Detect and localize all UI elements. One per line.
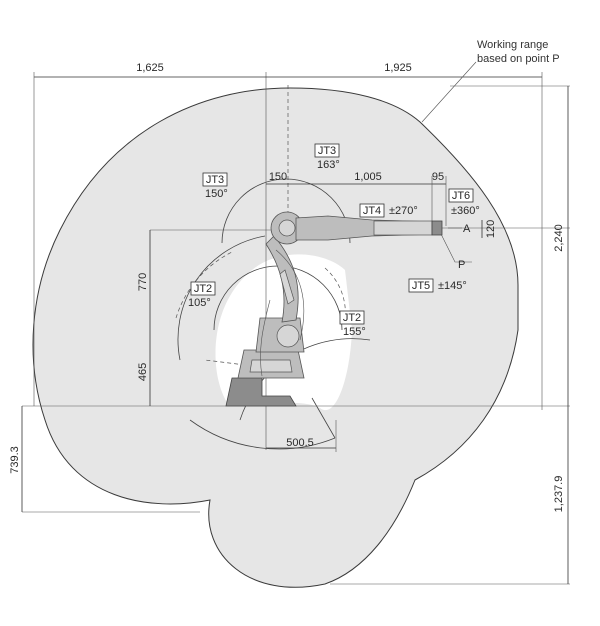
jt2-left-name: JT2 (194, 283, 212, 295)
joint-jt4: JT4 ±270° (359, 203, 418, 218)
jt5-angle: ±145° (438, 280, 467, 292)
jt4-angle: ±270° (389, 205, 418, 217)
jt6-angle: ±360° (451, 205, 480, 217)
joint-jt5: JT5 ±145° (408, 278, 467, 293)
joint-jt3-left: JT3 150° (202, 172, 228, 200)
jt2-right-name: JT2 (343, 312, 361, 324)
jt2-right-angle: 155° (343, 326, 366, 338)
joint-jt2-left: JT2 105° (188, 281, 216, 309)
note-line-1: Working range (477, 39, 548, 51)
jt3-left-angle: 150° (205, 188, 228, 200)
joint-jt2-right: JT2 155° (339, 310, 366, 338)
point-a-label: A (463, 223, 471, 235)
dim-jt3-offset: 150 (269, 171, 287, 183)
dimension-labels: 1,625 1,925 150 1,005 95 2,240 770 465 1… (9, 62, 565, 512)
dim-inner-radius: 500.5 (286, 437, 314, 449)
point-labels: P A (458, 223, 471, 271)
note-label: Working range based on point P (477, 39, 560, 65)
dim-wrist-length: 95 (432, 171, 444, 183)
jt3-right-name: JT3 (318, 145, 336, 157)
dim-flange: 120 (485, 220, 497, 238)
dim-link2: 770 (137, 273, 149, 291)
joint-jt6: JT6 ±360° (448, 188, 480, 217)
jt3-right-angle: 163° (317, 159, 340, 171)
note-line-2: based on point P (477, 53, 560, 65)
jt6-name: JT6 (452, 190, 470, 202)
point-p-label: P (458, 259, 465, 271)
dim-base-height: 465 (137, 363, 149, 381)
dim-arm-length: 1,005 (354, 171, 382, 183)
jt2-left-angle: 105° (188, 297, 211, 309)
jt5-name: JT5 (412, 280, 430, 292)
robot-arm (225, 211, 443, 407)
dim-right-width: 1,925 (384, 62, 412, 74)
dim-height-total: 2,240 (553, 224, 565, 252)
joint-jt3-right: JT3 163° (314, 143, 340, 171)
dim-below-left: 739.3 (9, 446, 21, 474)
dimension-lines (21, 61, 569, 584)
jt4-name: JT4 (363, 205, 381, 217)
dim-below-right: 1,237.9 (553, 476, 565, 513)
jt3-left-name: JT3 (206, 174, 224, 186)
dim-left-width: 1,625 (136, 62, 164, 74)
